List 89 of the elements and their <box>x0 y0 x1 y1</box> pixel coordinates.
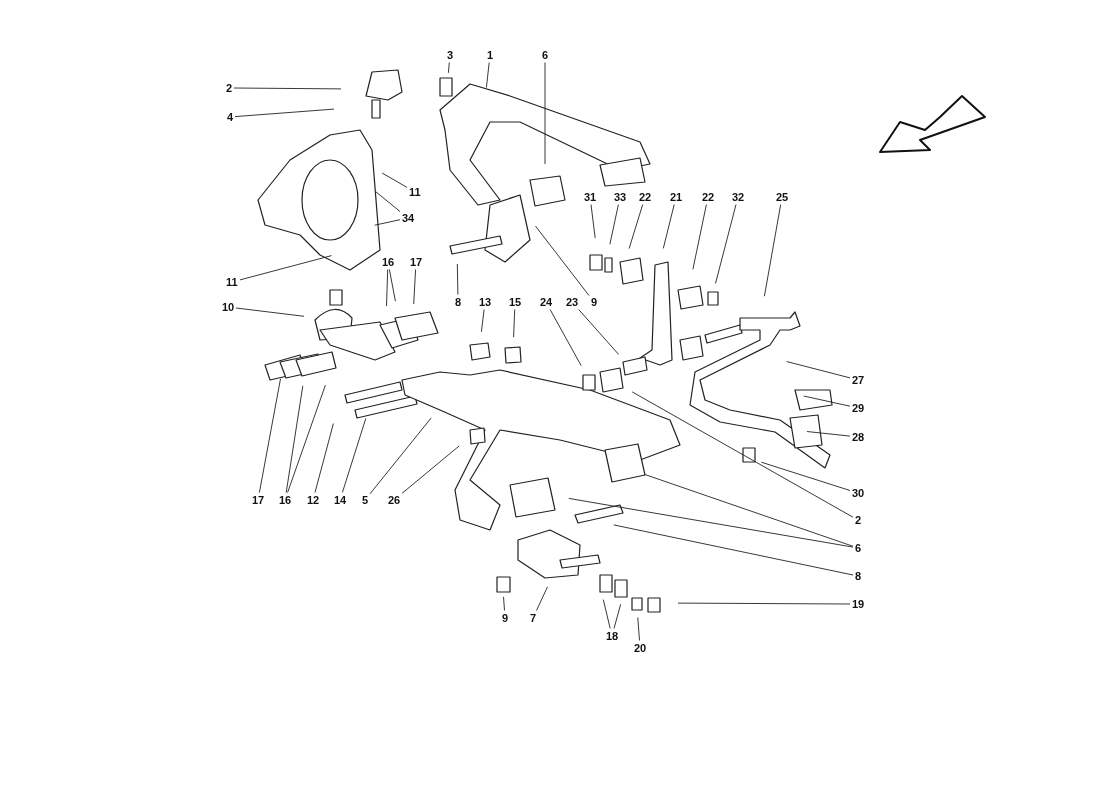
leader-line <box>662 204 675 249</box>
callout-number: 7 <box>529 611 538 625</box>
leader-line <box>381 172 408 188</box>
leader-line <box>786 361 851 379</box>
leader-line <box>285 385 304 493</box>
leader-line <box>803 395 851 407</box>
leader-line <box>692 204 707 270</box>
leader-line <box>233 87 342 90</box>
callout-number: 27 <box>851 373 866 387</box>
leader-line <box>715 204 737 284</box>
leader-line <box>549 309 582 367</box>
callout-number: 13 <box>478 295 493 309</box>
leader-line <box>258 378 281 493</box>
leader-line <box>806 431 851 437</box>
callout-number: 1 <box>486 48 495 62</box>
callout-number: 15 <box>508 295 523 309</box>
leader-line <box>602 599 611 629</box>
callout-number: 12 <box>306 493 321 507</box>
leader-line <box>413 269 417 305</box>
callout-number: 28 <box>851 430 866 444</box>
leader-line <box>637 617 640 641</box>
callout-number: 2 <box>854 513 863 527</box>
callout-number: 21 <box>669 190 684 204</box>
leader-line <box>314 423 334 493</box>
callout-number: 22 <box>638 190 653 204</box>
callout-number: 14 <box>333 493 348 507</box>
leader-line <box>568 497 854 548</box>
callout-number: 9 <box>501 611 510 625</box>
leader-line <box>535 225 590 296</box>
callout-number: 8 <box>854 569 863 583</box>
callout-number: 2 <box>225 81 234 95</box>
leader-line <box>503 596 505 611</box>
leader-line <box>234 108 335 118</box>
leader-line <box>341 417 367 493</box>
callout-number: 33 <box>613 190 628 204</box>
leader-line <box>613 603 622 629</box>
leader-line <box>628 204 644 250</box>
leader-line <box>763 204 782 297</box>
callout-number: 11 <box>225 275 239 289</box>
callout-number: 16 <box>381 255 396 269</box>
leader-line <box>235 307 305 317</box>
leader-line <box>609 204 619 245</box>
leader-line <box>386 269 389 307</box>
callout-number: 17 <box>409 255 424 269</box>
callout-number: 30 <box>851 486 866 500</box>
callout-number: 6 <box>541 48 550 62</box>
leader-line <box>485 62 490 88</box>
callout-number: 29 <box>851 401 866 415</box>
callout-number: 22 <box>701 190 716 204</box>
callout-number: 16 <box>278 493 293 507</box>
callout-number: 20 <box>633 641 648 655</box>
leader-line <box>375 191 401 212</box>
callout-number: 26 <box>387 493 402 507</box>
leader-line <box>374 219 401 226</box>
leader-line <box>513 309 516 338</box>
callout-number: 34 <box>401 211 416 225</box>
leader-line <box>401 445 460 494</box>
callout-number: 19 <box>851 597 866 611</box>
callout-number: 10 <box>221 300 236 314</box>
leader-line <box>480 309 485 333</box>
leader-line <box>644 474 854 547</box>
leader-line <box>447 62 450 74</box>
leader-line <box>590 204 596 239</box>
callout-number: 32 <box>731 190 746 204</box>
callout-number: 17 <box>251 493 266 507</box>
leader-line <box>536 586 548 611</box>
callout-number: 4 <box>226 110 235 124</box>
leader-line <box>631 391 854 518</box>
callout-number: 5 <box>361 493 370 507</box>
leader-line <box>369 417 432 495</box>
leader-line <box>613 524 854 576</box>
callout-number: 8 <box>454 295 463 309</box>
callout-number: 23 <box>565 295 580 309</box>
callout-number: 6 <box>854 541 863 555</box>
callout-number: 18 <box>605 629 620 643</box>
callout-number: 9 <box>590 295 599 309</box>
leader-line <box>578 309 620 355</box>
leader-line <box>239 255 332 281</box>
leader-line <box>388 269 396 302</box>
callout-number: 31 <box>583 190 598 204</box>
leader-line <box>760 461 851 491</box>
callout-number: 11 <box>408 185 422 199</box>
leader-line <box>677 602 851 605</box>
callout-number: 25 <box>775 190 790 204</box>
callout-number: 3 <box>446 48 455 62</box>
callout-number: 24 <box>539 295 554 309</box>
leader-line <box>287 384 326 493</box>
leader-line <box>456 263 459 295</box>
leader-line <box>544 62 546 165</box>
